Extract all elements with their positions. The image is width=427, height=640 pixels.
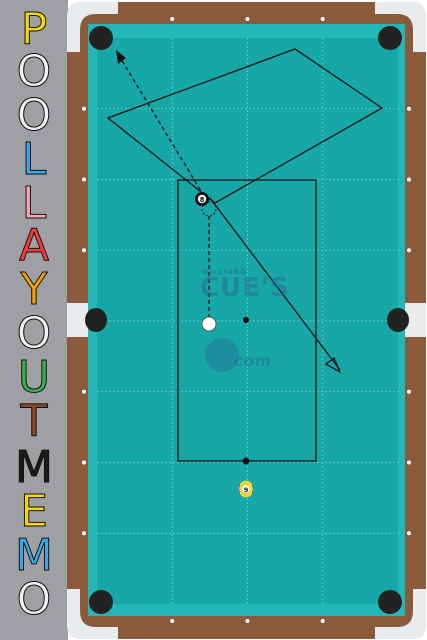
rail-diamond	[407, 177, 411, 182]
rail-diamonds	[82, 17, 411, 623]
rail-diamond	[82, 177, 86, 182]
pocket-top-left	[89, 26, 113, 50]
rail-diamond	[170, 17, 175, 21]
rail-diamond	[245, 17, 250, 21]
cue-path-line[interactable]	[209, 197, 341, 371]
corner-plate-top-left	[67, 2, 118, 52]
title-letter: O	[16, 46, 52, 97]
position-zone-polygon[interactable]	[106, 48, 384, 204]
rail-diamond	[320, 619, 325, 623]
rail-diamond	[82, 248, 86, 253]
title-letter: O	[16, 574, 52, 625]
title-letter: M	[15, 442, 54, 493]
title-letter: O	[16, 90, 52, 141]
corner-plate-top-right	[375, 2, 426, 52]
rail-diamond	[245, 619, 250, 623]
rail-diamond	[407, 106, 411, 111]
eight-ball[interactable]: 8	[195, 192, 209, 206]
nine-ball-label: 9	[244, 486, 249, 494]
rail-diamond	[407, 531, 411, 536]
eight-ball-label: 8	[200, 196, 205, 204]
nine-ball[interactable]: 9	[238, 480, 254, 498]
title-letter: U	[17, 352, 51, 403]
rail-diamond	[82, 460, 86, 465]
rail-diamond	[82, 389, 86, 394]
foot-spot	[242, 457, 250, 465]
title-letter: T	[20, 396, 48, 447]
title-letter: Y	[20, 264, 48, 315]
corner-plate-bottom-right	[375, 589, 426, 639]
watermark-small: BILLIARD	[203, 268, 248, 276]
rail-diamond	[170, 619, 175, 623]
rail-diamond	[407, 389, 411, 394]
rail-diamond	[82, 106, 86, 111]
title-letter: E	[20, 486, 49, 537]
title-letter: L	[21, 178, 47, 229]
corner-plate-bottom-left	[67, 589, 118, 639]
pocket-top-right	[378, 26, 402, 50]
center-spot	[243, 317, 249, 323]
pocket-side-left	[85, 308, 107, 332]
rail-diamond	[82, 531, 86, 536]
object-ball-arrowhead	[116, 50, 126, 64]
watermark-brand: CUE'S	[200, 273, 290, 303]
ghost-ball	[201, 201, 217, 217]
title-letter: L	[21, 134, 47, 185]
cue-path-arrowhead	[324, 357, 342, 374]
watermark-logo-circle	[205, 338, 239, 372]
pocket-bottom-right	[378, 590, 402, 614]
rail-diamond	[407, 460, 411, 465]
title-letter: O	[16, 308, 52, 359]
pocket-side-right	[387, 308, 409, 332]
pockets	[85, 26, 409, 614]
title-letter: P	[20, 4, 48, 55]
cue-ball[interactable]	[201, 316, 217, 332]
title-letter: M	[15, 530, 54, 581]
watermark-suffix: com	[234, 352, 272, 370]
rail-diamond	[320, 17, 325, 21]
rail-diamond	[407, 248, 411, 253]
pocket-bottom-left	[89, 590, 113, 614]
title-letter: A	[18, 220, 50, 271]
